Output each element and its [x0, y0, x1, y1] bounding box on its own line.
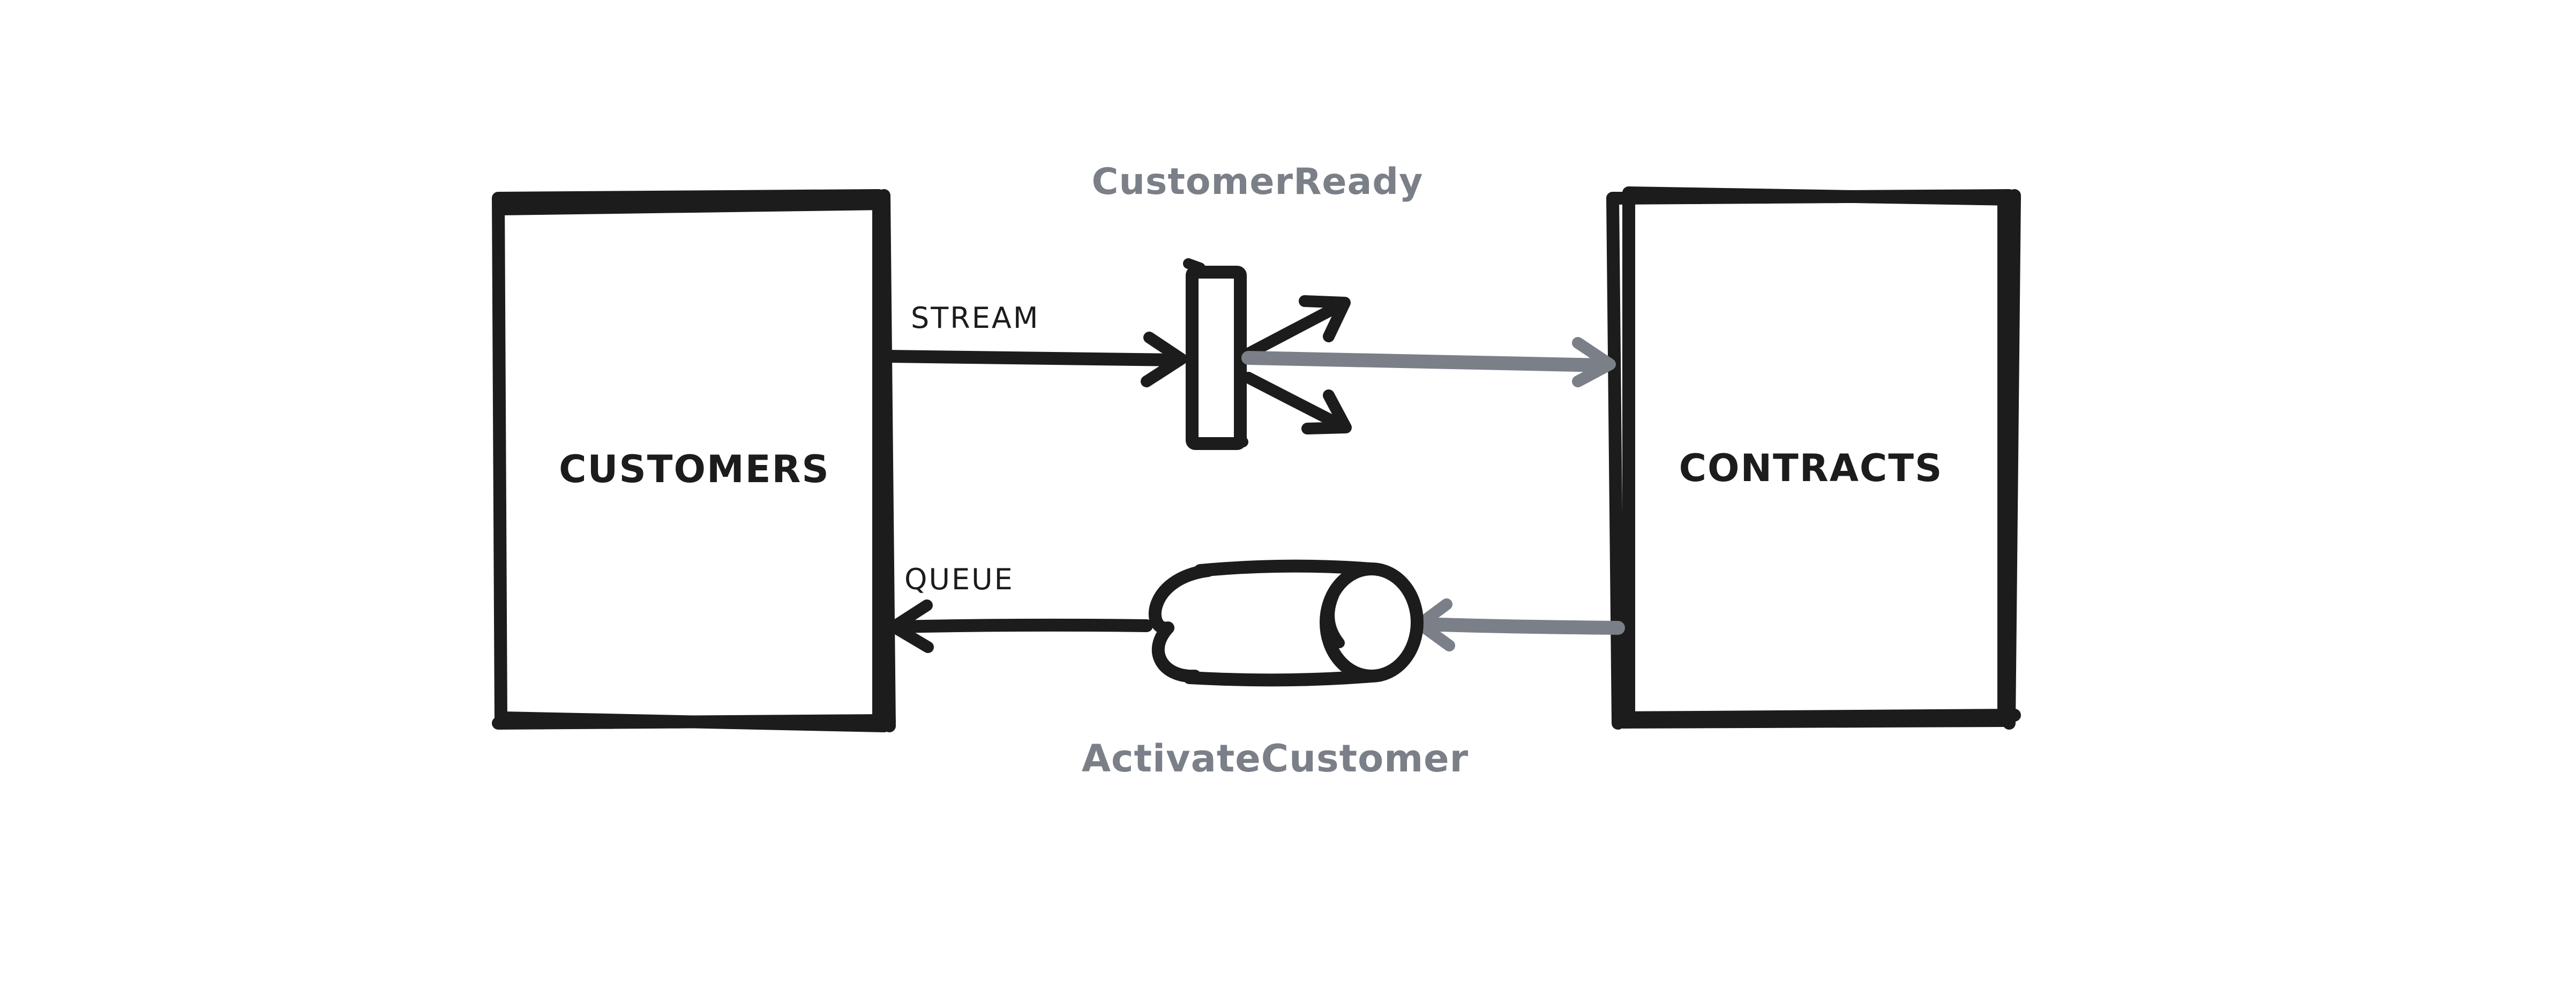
customers-label: CUSTOMERS — [559, 447, 830, 491]
stream-edge: STREAM — [880, 301, 1187, 387]
queue-cylinder-icon — [1148, 559, 1424, 687]
queue-label: QUEUE — [904, 562, 1014, 596]
queue-edge: QUEUE — [888, 562, 1153, 653]
event-to-contracts-edge — [1241, 337, 1616, 387]
activate-customer-label: ActivateCustomer — [1082, 737, 1469, 781]
contracts-to-queue-edge — [1414, 598, 1625, 651]
stream-label: STREAM — [911, 301, 1039, 335]
event-topic-icon — [1183, 258, 1352, 450]
customers-service-box: CUSTOMERS — [492, 189, 896, 732]
contracts-label: CONTRACTS — [1679, 446, 1943, 490]
contracts-service-box: CONTRACTS — [1606, 186, 2021, 730]
customer-ready-label: CustomerReady — [1092, 161, 1424, 203]
